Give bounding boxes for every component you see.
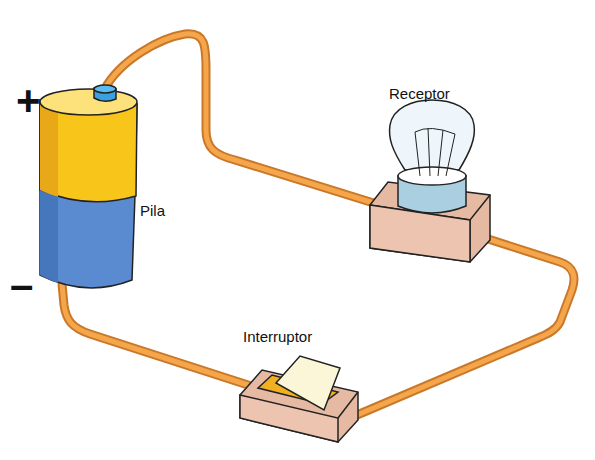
switch-box-edge bbox=[338, 392, 358, 418]
minus-sign: – bbox=[10, 262, 33, 308]
battery-body bbox=[40, 100, 137, 288]
battery-shade bbox=[40, 190, 58, 283]
plus-sign: + bbox=[16, 78, 41, 124]
part-name: Pila bbox=[140, 203, 165, 220]
bulb-glass bbox=[390, 100, 475, 170]
wire bbox=[62, 284, 248, 385]
battery-cap bbox=[40, 89, 137, 115]
wire bbox=[104, 34, 380, 205]
wire bbox=[62, 284, 248, 385]
bulb-filament bbox=[415, 128, 455, 176]
switch bbox=[240, 356, 358, 442]
wire bbox=[104, 34, 380, 205]
wire bbox=[350, 238, 574, 418]
part-name: Interruptor bbox=[243, 329, 312, 346]
bulb-neck bbox=[398, 167, 466, 185]
bulb-base-front bbox=[370, 205, 470, 262]
switch-lever bbox=[276, 356, 340, 410]
battery-shade bbox=[40, 100, 58, 197]
bulb bbox=[370, 100, 490, 262]
part-name: Receptor bbox=[389, 86, 450, 103]
battery bbox=[40, 85, 137, 288]
battery-terminal-top bbox=[94, 85, 116, 93]
wire bbox=[350, 238, 574, 418]
wires bbox=[62, 34, 574, 418]
